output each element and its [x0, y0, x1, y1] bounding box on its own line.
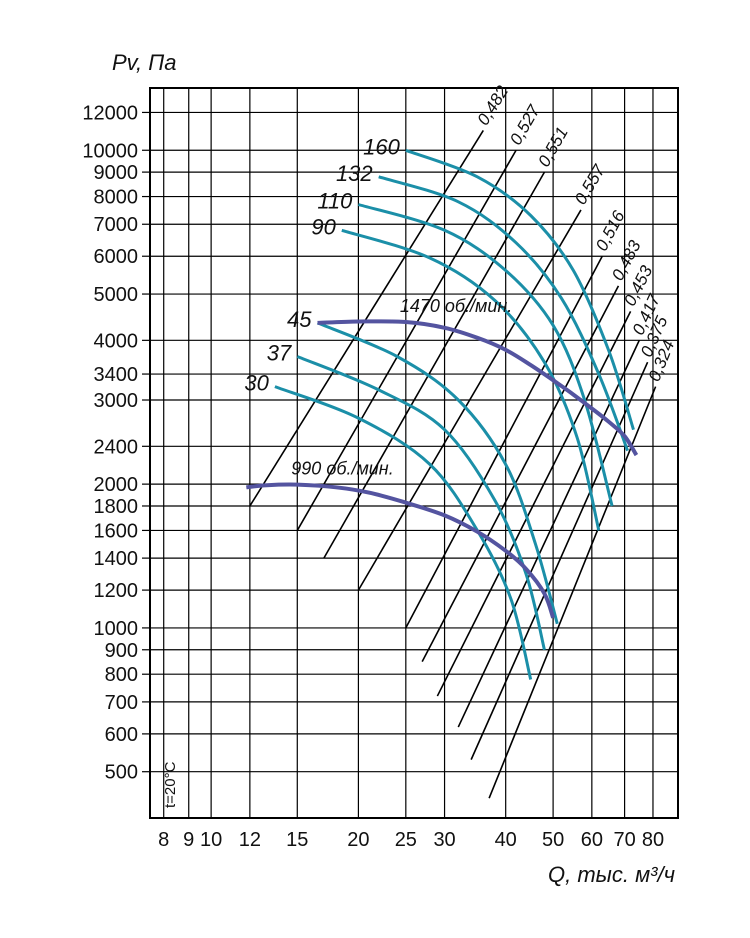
speed-curve — [317, 319, 639, 457]
x-tick-label: 12 — [239, 829, 261, 851]
y-tick-label: 3000 — [94, 390, 139, 412]
x-axis-label: Q, тыс. м³/ч — [548, 862, 675, 887]
y-tick-label: 500 — [105, 762, 138, 784]
blade-angle-curve — [296, 355, 546, 651]
x-tick-label: 9 — [183, 829, 194, 851]
temperature-note: t=20°C — [162, 761, 179, 808]
speed-curves: 1470 об./мин. 990 об./мин. — [246, 296, 639, 619]
efficiency-line — [421, 285, 620, 663]
y-tick-label: 900 — [105, 640, 138, 662]
y-tick-label: 3400 — [94, 364, 139, 386]
y-tick-label: 800 — [105, 664, 138, 686]
efficiency-line — [323, 171, 546, 559]
x-tick-label: 15 — [286, 829, 308, 851]
x-tick-label: 70 — [613, 829, 635, 851]
x-tick-label: 60 — [581, 829, 603, 851]
x-tick-label: 20 — [347, 829, 369, 851]
y-tick-label: 700 — [105, 692, 138, 714]
blade-angle-label: 90 — [311, 214, 336, 239]
y-tick-label: 1200 — [94, 580, 139, 602]
efficiency-label: 0,527 — [506, 101, 544, 148]
blade-angle-curve — [274, 385, 533, 680]
y-tick-label: 12000 — [82, 102, 138, 124]
x-tick-label: 50 — [542, 829, 564, 851]
efficiency-label: 0,557 — [571, 161, 609, 208]
blade-angle-curve — [378, 175, 630, 452]
y-tick-label: 10000 — [82, 140, 138, 162]
x-tick-label: 8 — [158, 829, 169, 851]
y-tick-label: 9000 — [94, 162, 139, 184]
x-tick-label: 30 — [433, 829, 455, 851]
blade-angle-label: 132 — [336, 161, 373, 186]
y-tick-label: 1000 — [94, 618, 139, 640]
efficiency-line — [470, 361, 649, 760]
y-tick-label: 4000 — [94, 330, 139, 352]
y-tick-label: 1800 — [94, 496, 139, 518]
efficiency-label: 0,551 — [534, 124, 572, 170]
efficiency-lines: 0,4820,5270,5510,5570,5160,4830,4530,417… — [249, 82, 678, 799]
x-tick-label: 40 — [495, 829, 517, 851]
blade-angle-curve — [316, 321, 559, 625]
y-axis-label: Pv, Па — [112, 50, 176, 75]
efficiency-line — [249, 130, 484, 507]
efficiency-line — [488, 386, 657, 799]
x-tick-label: 10 — [200, 829, 222, 851]
y-tick-label: 5000 — [94, 284, 139, 306]
blade-angle-label: 160 — [363, 134, 400, 159]
speed-curve-label: 990 об./мин. — [291, 459, 393, 479]
y-tick-label: 7000 — [94, 214, 139, 236]
plot-frame — [149, 87, 679, 819]
y-tick-label: 2400 — [94, 436, 139, 458]
speed-curve — [246, 482, 556, 619]
speed-curve-label: 1470 об./мин. — [400, 296, 512, 316]
y-tick-label: 6000 — [94, 246, 139, 268]
y-tick-label: 1600 — [94, 520, 139, 542]
efficiency-line — [457, 339, 640, 728]
x-tick-label: 80 — [642, 829, 664, 851]
y-tick-label: 600 — [105, 724, 138, 746]
blade-angle-label: 37 — [267, 341, 292, 366]
efficiency-line — [405, 255, 603, 629]
y-tick-label: 2000 — [94, 474, 139, 496]
blade-angle-label: 30 — [244, 371, 269, 396]
blade-angle-curve — [357, 203, 614, 507]
blade-angle-curve — [405, 148, 635, 431]
y-tick-label: 1400 — [94, 548, 139, 570]
blade-angle-label: 110 — [317, 188, 353, 213]
blade-angle-curve — [341, 228, 601, 531]
blade-angle-label: 45 — [287, 307, 312, 332]
x-tick-label: 25 — [395, 829, 417, 851]
y-tick-label: 8000 — [94, 187, 139, 209]
